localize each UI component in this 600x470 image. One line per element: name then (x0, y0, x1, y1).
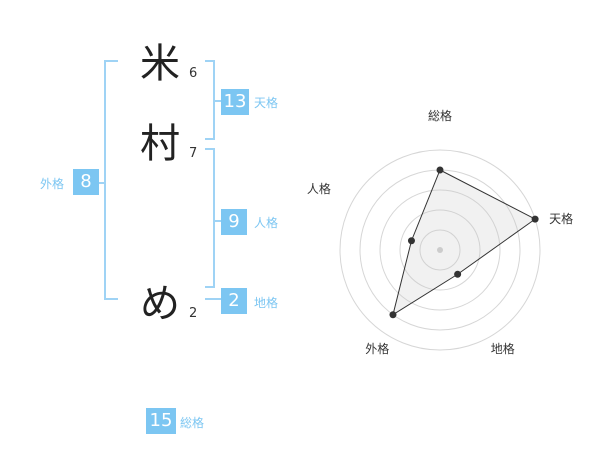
soukaku-label: 総格 (180, 416, 205, 430)
radar-axis-label-4: 外格 (365, 341, 389, 356)
radar-point-1 (436, 166, 444, 174)
jinkaku-badge: 9 (221, 209, 247, 235)
radar-axis-label-1: 総格 (428, 108, 452, 123)
chikaku-label: 地格 (254, 296, 279, 310)
name-char-2: 村 (140, 121, 180, 167)
jinkaku-label: 人格 (254, 216, 279, 230)
radar-polygon (392, 169, 537, 316)
radar-ring-3 (379, 189, 501, 311)
chikaku-badge: 2 (221, 288, 247, 314)
gaikaku-label: 外格 (40, 177, 65, 191)
radar-point-3 (454, 270, 462, 278)
radar-axis-label-5: 人格 (307, 181, 331, 196)
tenkaku-tick (215, 100, 221, 102)
radar-ring-2 (399, 209, 481, 291)
tenkaku-bracket (205, 60, 215, 140)
tenkaku-label: 天格 (254, 96, 279, 110)
jinkaku-tick (215, 220, 221, 222)
radar-axis-label-2: 天格 (549, 211, 573, 226)
name-char-1: 米 (140, 41, 180, 87)
gaikaku-bracket (104, 60, 118, 300)
stroke-count-2: 7 (189, 146, 198, 161)
name-char-3: め (140, 281, 180, 327)
radar-point-2 (531, 215, 539, 223)
soukaku-badge: 15 (146, 408, 176, 434)
radar-point-4 (389, 311, 397, 319)
radar-ring-1 (419, 229, 461, 271)
tenkaku-badge: 13 (221, 89, 249, 115)
stroke-count-1: 6 (189, 66, 198, 81)
gaikaku-badge: 8 (73, 169, 99, 195)
radar-ring-5 (339, 149, 541, 351)
radar-point-5 (407, 237, 415, 245)
chikaku-tick (205, 298, 221, 300)
stroke-count-3: 2 (189, 306, 198, 321)
radar-axis-label-3: 地格 (491, 341, 515, 356)
gaikaku-tick (98, 182, 104, 184)
radar-center (437, 247, 443, 253)
jinkaku-bracket (205, 148, 215, 288)
